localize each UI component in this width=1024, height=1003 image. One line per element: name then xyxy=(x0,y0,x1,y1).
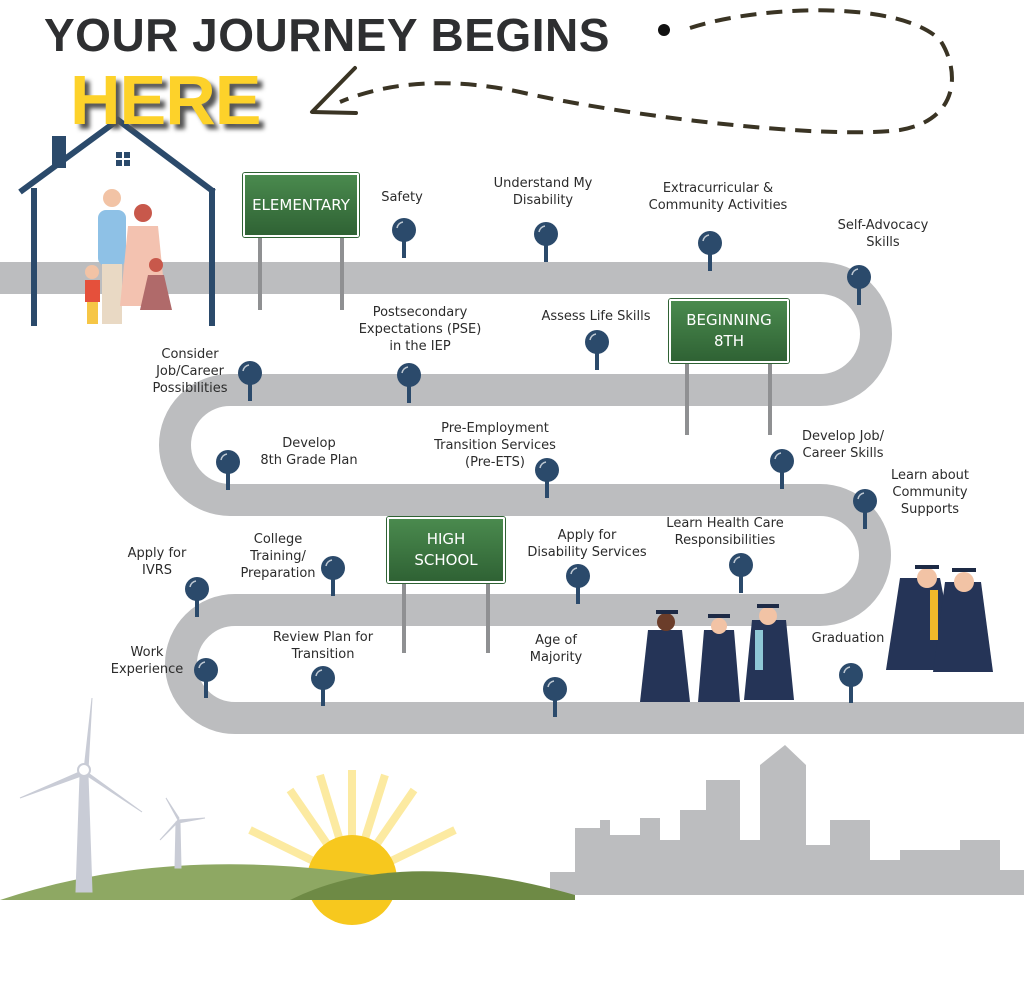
milestone-pin-icon xyxy=(238,361,262,401)
milestone-pin-icon xyxy=(770,449,794,489)
sunrise-illustration xyxy=(248,770,457,925)
milestone-pin-icon xyxy=(853,489,877,529)
milestone-pin-icon xyxy=(311,666,335,706)
milestone-label: Consider Job/Career Possibilities xyxy=(152,347,228,396)
milestone-label: Apply for Disability Services xyxy=(527,528,647,560)
here-highlight: HERE xyxy=(70,61,261,139)
sign-high-school: HIGH SCHOOL xyxy=(387,517,505,583)
dashed-arrow xyxy=(310,8,954,135)
milestone-label: Learn about Community Supports xyxy=(891,468,969,517)
milestone-label: Assess Life Skills xyxy=(541,309,651,324)
city-skyline xyxy=(550,745,1024,895)
milestone-label: College Training/ Preparation xyxy=(240,532,316,581)
milestone-label: Work Experience xyxy=(110,645,184,677)
sign-beginning-8th: BEGINNING 8TH xyxy=(669,299,789,363)
milestone-pin-icon xyxy=(543,677,567,717)
milestone-label: Safety xyxy=(381,190,423,205)
milestone-pin-icon xyxy=(392,218,416,258)
wind-turbines xyxy=(19,697,206,893)
milestone-label: Apply for IVRS xyxy=(127,546,187,578)
milestone-label: Understand My Disability xyxy=(493,176,593,208)
milestone-pin-icon xyxy=(585,330,609,370)
milestone-pin-icon xyxy=(216,450,240,490)
milestone-pin-icon xyxy=(321,556,345,596)
house-illustration xyxy=(18,116,216,326)
page-title: YOUR JOURNEY BEGINS xyxy=(44,9,610,61)
milestone-pin-icon xyxy=(698,231,722,271)
family-illustration xyxy=(85,189,172,324)
road xyxy=(0,262,1024,734)
milestone-pin-icon xyxy=(566,564,590,604)
milestone-label: Develop 8th Grade Plan xyxy=(260,436,358,468)
milestone-label: Review Plan for Transition xyxy=(272,630,374,662)
milestone-label: Self-Advocacy Skills xyxy=(837,218,929,250)
hills xyxy=(0,864,575,900)
sign-elementary: ELEMENTARY xyxy=(243,173,359,237)
milestone-pin-icon xyxy=(194,658,218,698)
milestone-pin-icon xyxy=(839,663,863,703)
graduates-illustration xyxy=(640,565,993,702)
milestone-label: Postsecondary Expectations (PSE) in the … xyxy=(358,305,482,354)
arrow-start-dot xyxy=(658,24,670,36)
milestone-label: Graduation xyxy=(811,631,885,646)
milestone-label: Age of Majority xyxy=(529,633,583,665)
milestone-label: Learn Health Care Responsibilities xyxy=(666,516,784,548)
milestone-pin-icon xyxy=(534,222,558,262)
milestone-label: Pre-Employment Transition Services (Pre-… xyxy=(434,421,556,470)
milestone-pin-icon xyxy=(847,265,871,305)
milestone-label: Extracurricular & Community Activities xyxy=(648,181,788,213)
milestone-pin-icon xyxy=(185,577,209,617)
sign-posts xyxy=(258,235,772,653)
milestone-pin-icon xyxy=(535,458,559,498)
milestone-pin-icon xyxy=(397,363,421,403)
milestone-pin-icon xyxy=(729,553,753,593)
milestone-label: Develop Job/ Career Skills xyxy=(801,429,885,461)
